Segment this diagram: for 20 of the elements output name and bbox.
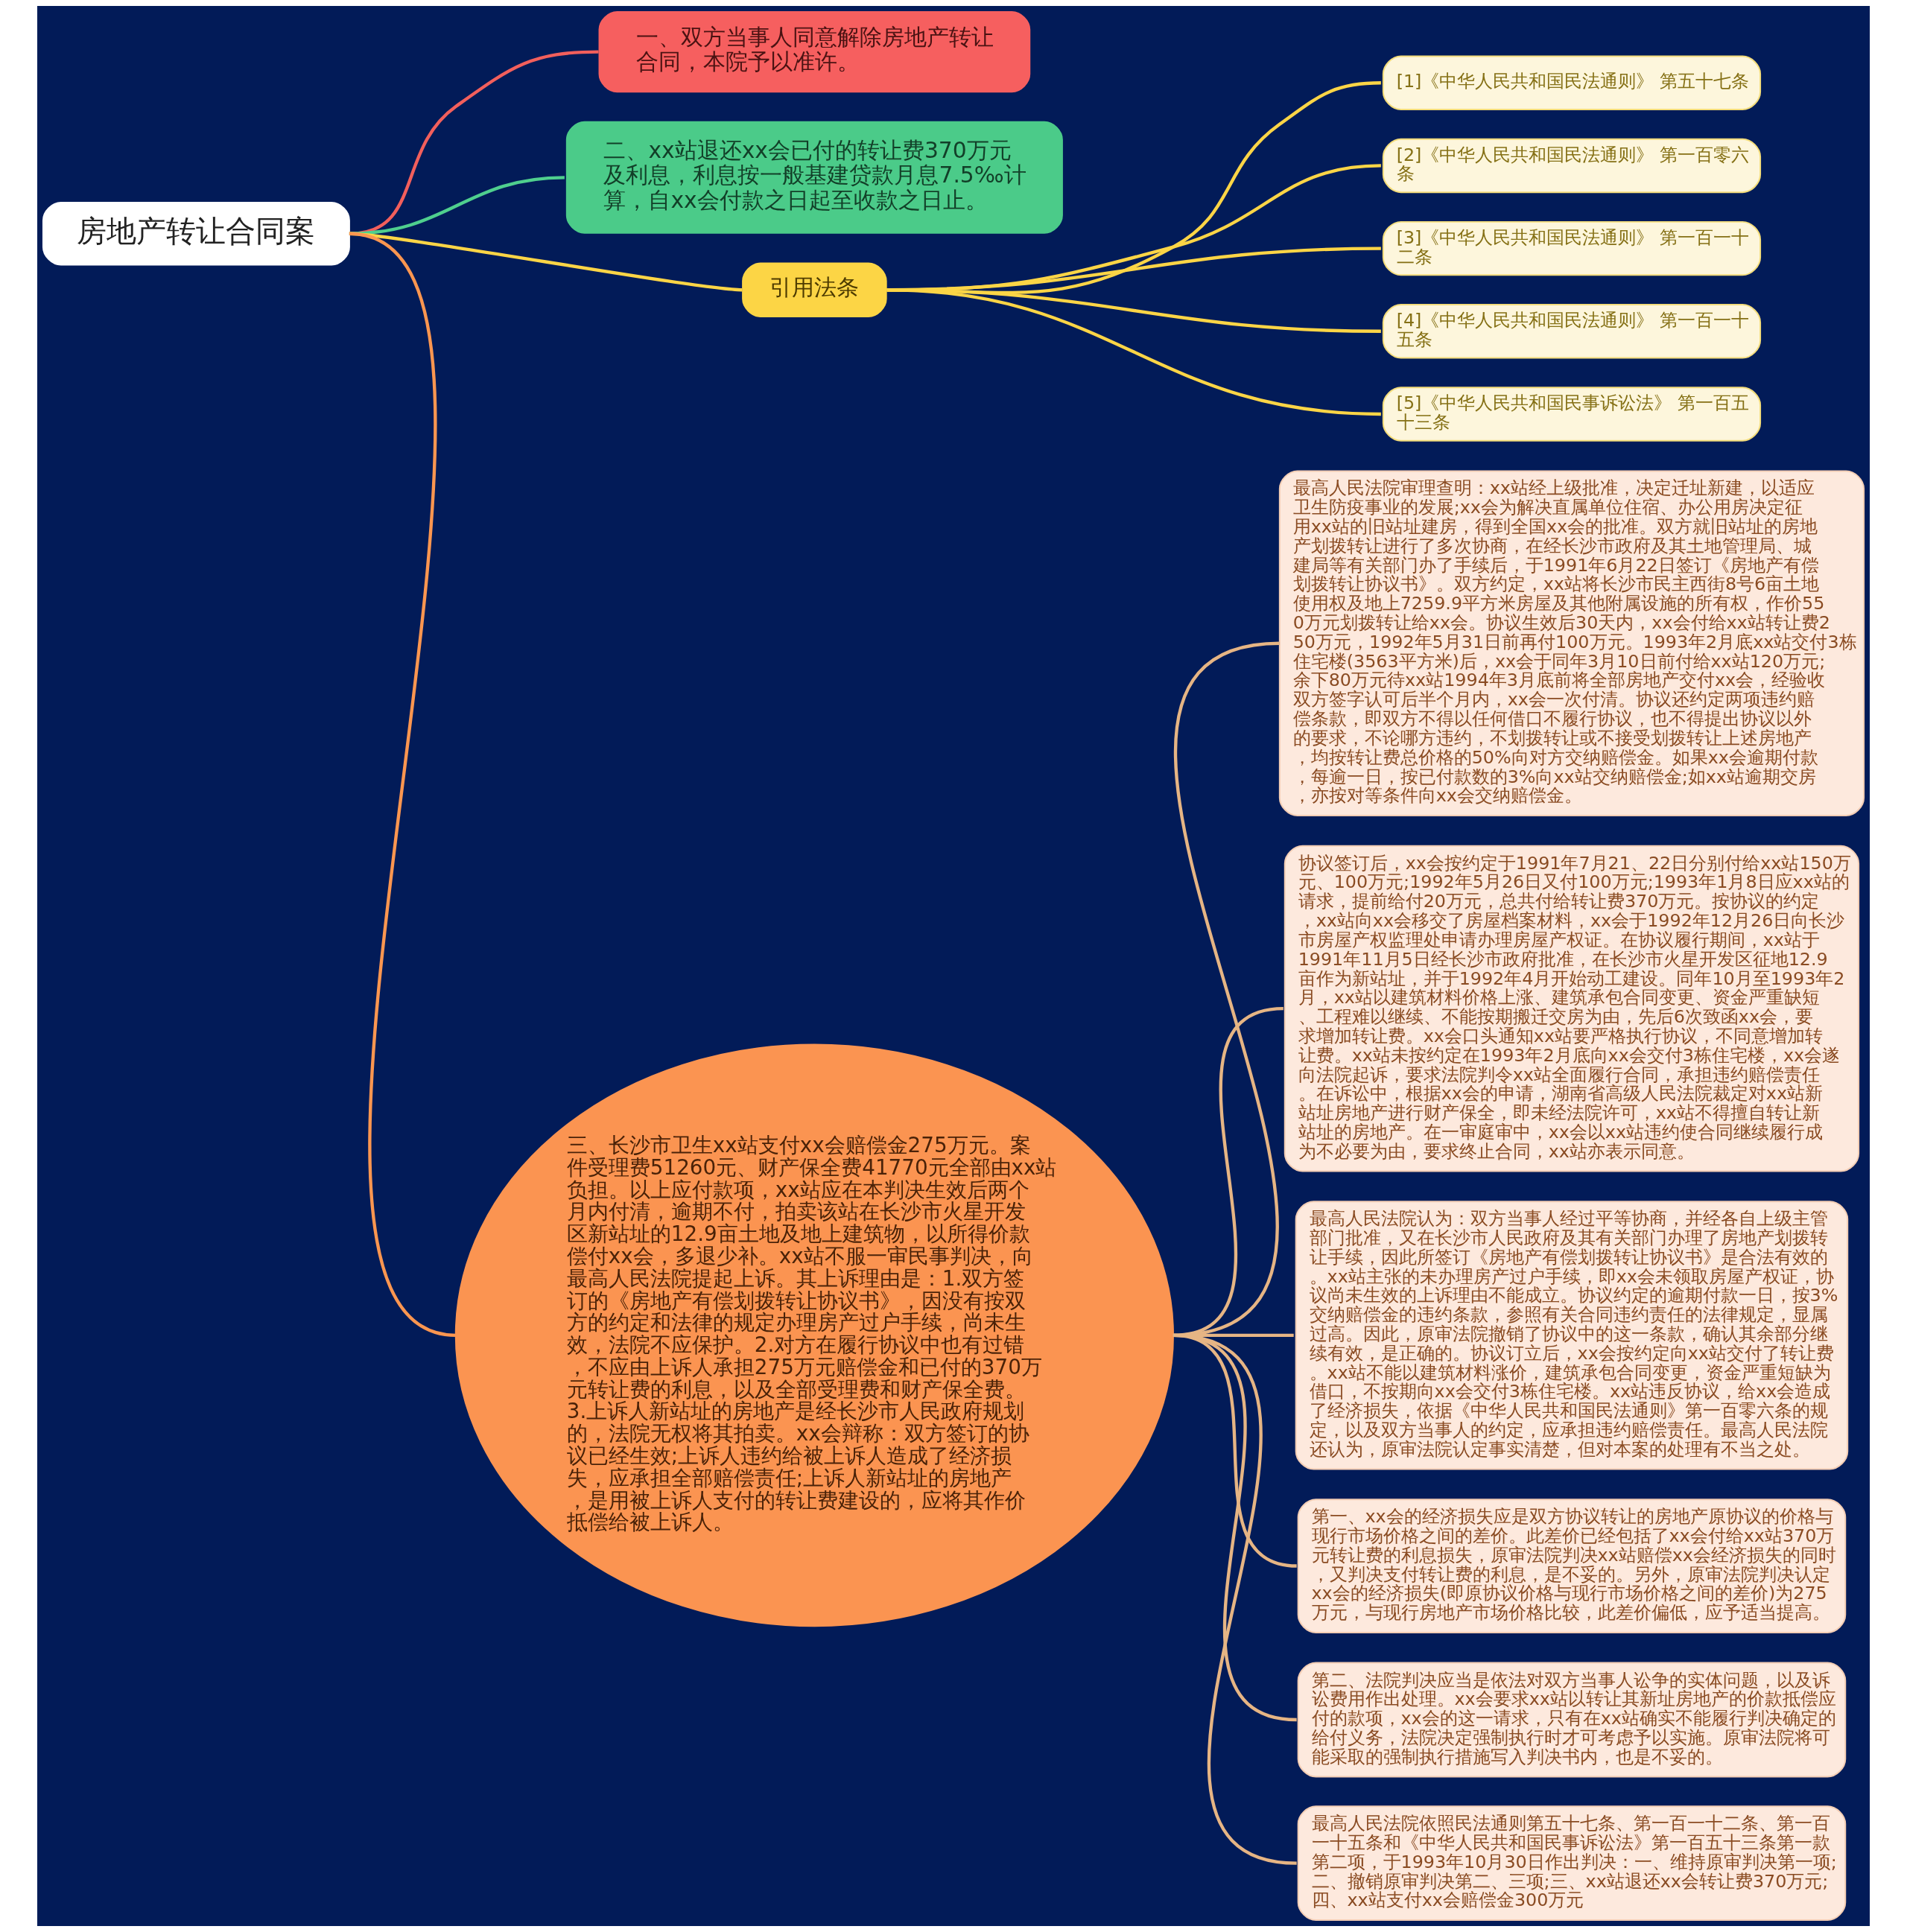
- node-box: [5]《中华人民共和国民事诉讼法》 第一百五十三条: [1382, 387, 1762, 442]
- node-box: 一、双方当事人同意解除房地产转让合同，本院予以准许。: [598, 10, 1031, 93]
- node-box: 最高人民法院审理查明：xx站经上级批准，决定迁址新建，以适应卫生防疫事业的发展;xx会为解决直属单位住宿、办公用房决定征用xx站的旧站址建房，得到全国xx会的批准。双方就旧站址的房地产划拨转让进行了多次协商，在经长沙市政府及其土地管理局、城建局等有关部门办了手续后，于1991年6月22日签订《房地产有偿划拨转让协议书》。双方约定，xx站将长沙市民主西街8号6亩土地使用权及地上7259.9平方米房屋及其他附属设施的所有权，作价550万元划拨转让给xx会。协议生效后30天内，xx会付给xx站转让费250万元，1992年5月31日前再付100万元。1993年2月底xx站交付3栋住宅楼(3563平方米)后，xx会于同年3月10日前付给xx站120万元;余下80万元待xx站1994年3月底前将全部房地产交付xx会，经验收双方签字认可后半个月内，xx会一次付清。协议还约定两项违约赔偿条款，即双方不得以任何借口不履行协议，也不得提出协议以外的要求，不论哪方违约，不划拨转让或不接受划拨转让上述房地产，均按转让费总价格的50%向对方交纳赔偿金。如果xx会逾期付款，每逾一日，按已付款数的3%向xx站交纳赔偿金;如xx站逾期交房，亦按对等条件向xx会交纳赔偿金。: [1278, 470, 1865, 816]
- node-box: 最高人民法院依照民法通则第五十七条、第一百一十二条、第一百一十五条和《中华人民共和国民事诉讼法》第一百五十三条第一款第二项，于1993年10月30日作出判决：一、维持原审判决第一项;二、撤销原审判决第二、三项;三、xx站退还xx会转让费370万元;四、xx站支付xx会赔偿金300万元: [1297, 1805, 1847, 1922]
- node-box: 第二、法院判决应当是依法对双方当事人讼争的实体问题，以及诉讼费用作出处理。xx会要求xx站以转让其新址房地产的价款抵偿应付的款项，xx会的这一请求，只有在xx站确实不能履行判决确定的给付义务，法院决定强制执行时才可考虑予以实施。原审法院将可能采取的强制执行措施写入判决书内，也是不妥的。: [1297, 1662, 1847, 1778]
- node-box: 第一、xx会的经济损失应是双方协议转让的房地产原协议的价格与现行市场价格之间的差价。此差价已经包括了xx会付给xx站370万元转让费的利息损失，原审法院判决xx站赔偿xx会经济损失的同时，又判决支付转让费的利息，是不妥的。另外，原审法院判决认定xx会的经济损失(即原协议价格与现行市场价格之间的差价)为275万元，与现行房地产市场价格比较，此差价偏低，应予适当提高。: [1297, 1499, 1847, 1633]
- node-box: 引用法条: [742, 262, 887, 317]
- node-box: 最高人民法院认为：双方当事人经过平等协商，并经各自上级主管部门批准，又在长沙市人民政府及其有关部门办理了房地产划拨转让手续，因此所签订《房地产有偿划拨转让协议书》是合法有效的。xx站主张的未办理房产过户手续，即xx会未领取房屋产权证，协议尚未生效的上诉理由不能成立。协议约定的逾期付款一日，按3%交纳赔偿金的违约条款，参照有关合同违约责任的法律规定，显属过高。因此，原审法院撤销了协议中的这一条款，确认其余部分继续有效，是正确的。协议订立后，xx会按约定向xx站交付了转让费。xx站不能以建筑材料涨价，建筑承包合同变更，资金严重短缺为借口，不按期向xx会交付3栋住宅楼。xx站违反协议，给xx会造成了经济损失，依据《中华人民共和国民法通则》第一百零六条的规定，以及双方当事人的约定，应承担违约赔偿责任。最高人民法院还认为，原审法院认定事实清楚，但对本案的处理有不当之处。: [1295, 1201, 1849, 1470]
- node-box: [3]《中华人民共和国民法通则》 第一百一十二条: [1382, 220, 1762, 276]
- node-box: 二、xx站退还xx会已付的转让费370万元及利息，利息按一般基建贷款月息7.5‰计算，自xx会付款之日起至收款之日止。: [565, 121, 1063, 234]
- node-box: [1]《中华人民共和国民法通则》 第五十七条: [1382, 55, 1762, 110]
- node-box: 房地产转让合同案: [42, 202, 350, 266]
- node-ellipse: 三、长沙市卫生xx站支付xx会赔偿金275万元。案件受理费51260元、财产保全费41770元全部由xx站负担。以上应付款项，xx站应在本判决生效后两个月内付清，逾期不付，拍卖该站在长沙市火星开发区新站址的12.9亩土地及地上建筑物，以所得价款偿付xx会，多退少补。xx站不服一审民事判决，向最高人民法院提起上诉。其上诉理由是：1.双方签订的《房地产有偿划拨转让协议书》，因没有按双方的约定和法律的规定办理房产过户手续，尚未生效，法院不应保护。2.对方在履行协议中也有过错，不应由上诉人承担275万元赔偿金和已付的370万元转让费的利息，以及全部受理费和财产保全费。3.上诉人新站址的房地产是经长沙市人民政府规划的，法院无权将其拍卖。xx会辩称：双方签订的协议已经生效;上诉人违约给被上诉人造成了经济损失，应承担全部赔偿责任;上诉人新站址的房地产，是用被上诉人支付的转让费建设的，应将其作价抵偿给被上诉人。: [454, 1043, 1174, 1627]
- connector: [1173, 1333, 1298, 1865]
- node-box: 协议签订后，xx会按约定于1991年7月21、22日分别付给xx站150万元、100万元;1992年5月26日又付100万元;1993年1月8日应xx站的请求，提前给付20万元，总共付给转让费370万元。按协议的约定，xx站向xx会移交了房屋档案材料，xx会于1992年12月26日向长沙市房屋产权监理处申请办理房屋产权证。在协议履行期间，xx站于1991年11月5日经长沙市政府批准，在长沙市火星开发区征地12.9亩作为新站址，并于1992年4月开始动工建设。同年10月至1993年2月，xx站以建筑材料价格上涨、建筑承包合同变更、资金严重缺短、工程难以继续、不能按期搬迁交房为由，先后6次致函xx会，要求增加转让费。xx会口头通知xx站要严格执行协议，不同意增加转让费。xx站未按约定在1993年2月底向xx会交付3栋住宅楼，xx会遂向法院起诉，要求法院判令xx站全面履行合同，承担违约赔偿责任。在诉讼中，根据xx会的申请，湖南省高级人民法院裁定对xx站新站址房地产进行财产保全，即未经法院许可，xx站不得擅自转让新站址的房地产。在一审庭审中，xx会以xx站违约使合同继续履行成为不必要为由，要求终止合同，xx站亦表示同意。: [1284, 845, 1860, 1172]
- node-box: [4]《中华人民共和国民法通则》 第一百一十五条: [1382, 304, 1762, 359]
- connector: [349, 50, 599, 235]
- node-box: [2]《中华人民共和国民法通则》 第一百零六条: [1382, 138, 1762, 194]
- connector: [886, 288, 1381, 416]
- connector: [349, 176, 565, 235]
